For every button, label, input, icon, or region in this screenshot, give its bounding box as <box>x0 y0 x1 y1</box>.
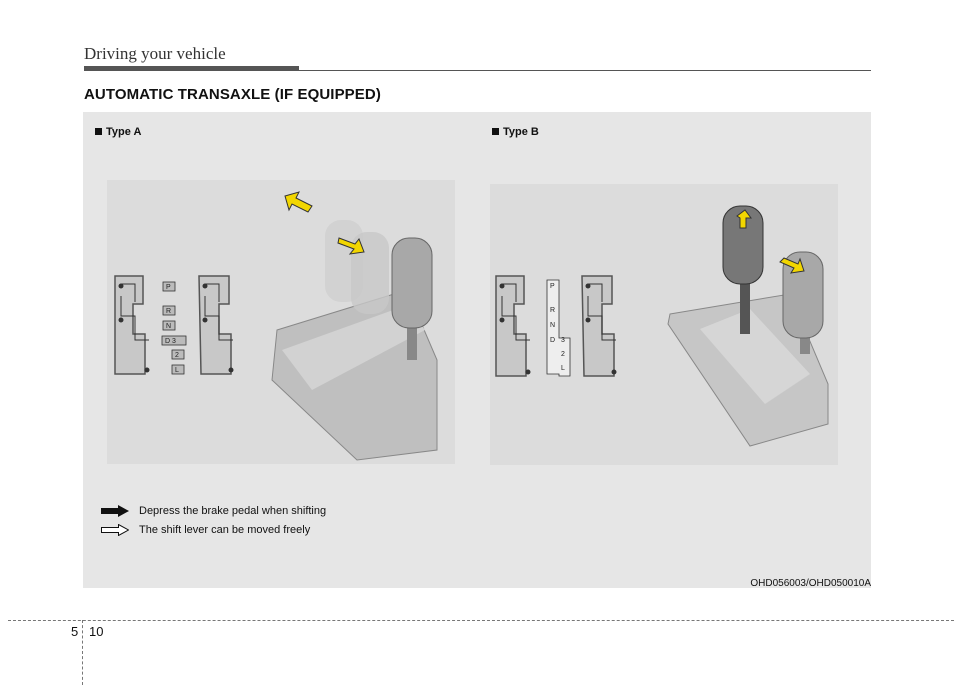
gear-p-label: P <box>166 284 171 291</box>
gate-pattern-right <box>581 275 617 377</box>
section-title: Driving your vehicle <box>84 44 226 63</box>
footer-vertical-divider <box>82 620 83 685</box>
footer-divider <box>8 620 954 621</box>
legend-solid-row: Depress the brake pedal when shifting <box>101 505 326 520</box>
gear-d3-label: D 3 <box>165 338 176 345</box>
yellow-arrow-icon <box>736 209 752 229</box>
type-b-text: Type B <box>503 126 539 138</box>
yellow-arrow-icon <box>779 257 805 274</box>
header-rule-thick <box>84 66 299 71</box>
gear-3-label: 3 <box>561 337 565 344</box>
solid-arrow-icon <box>101 505 129 517</box>
type-a-label: Type A <box>95 126 141 138</box>
type-a-text: Type A <box>106 126 142 138</box>
type-b-label: Type B <box>492 126 539 138</box>
gear-n-label: N <box>166 323 171 330</box>
gear-l-label: L <box>561 365 565 372</box>
page-heading: AUTOMATIC TRANSAXLE (IF EQUIPPED) <box>84 86 381 103</box>
type-a-illustration: P R N D 3 2 L <box>107 180 455 464</box>
figure-code: OHD056003/OHD050010A <box>750 578 871 589</box>
gear-label-column-b: P R N D 3 2 L <box>546 279 571 377</box>
type-b-illustration: P R N D 3 2 L <box>490 184 838 465</box>
gear-p-label: P <box>550 283 555 290</box>
legend-outline-row: The shift lever can be moved freely <box>101 523 310 539</box>
gate-pattern-left <box>114 275 150 375</box>
type-a-shifter-drawing: P R N D 3 2 L <box>114 191 438 461</box>
outline-arrow-icon <box>101 523 130 537</box>
figure-panel: Type A Type B P R N D 3 2 <box>83 112 871 589</box>
square-bullet-icon <box>95 128 102 135</box>
header-rule <box>84 70 871 71</box>
legend-solid-text: Depress the brake pedal when shifting <box>139 505 327 517</box>
yellow-arrow-icon <box>337 237 365 255</box>
gear-2-label: 2 <box>175 352 179 359</box>
gate-pattern-left <box>495 275 531 377</box>
gear-l-label: L <box>175 367 179 374</box>
legend-outline-text: The shift lever can be moved freely <box>139 524 311 536</box>
gate-pattern-right <box>198 275 234 375</box>
type-b-shifter-drawing: P R N D 3 2 L <box>495 205 829 447</box>
gear-d-label: D <box>550 337 555 344</box>
gear-label-column-a: P R N D 3 2 L <box>161 281 187 375</box>
yellow-arrow-icon <box>284 191 313 213</box>
gear-n-label: N <box>550 322 555 329</box>
gear-2-label: 2 <box>561 351 565 358</box>
square-bullet-icon <box>492 128 499 135</box>
gear-r-label: R <box>550 307 555 314</box>
page-number: 10 <box>89 624 104 639</box>
chapter-number: 5 <box>71 624 79 639</box>
gear-r-label: R <box>166 308 171 315</box>
